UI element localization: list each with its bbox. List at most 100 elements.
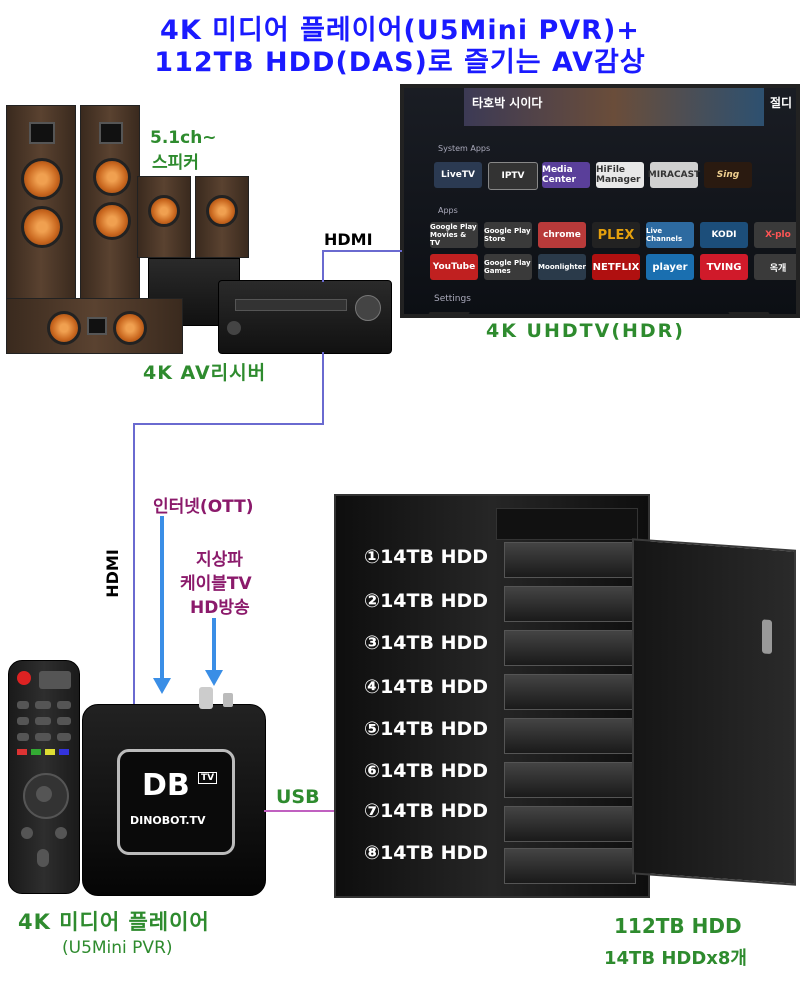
remote-control — [8, 660, 80, 894]
drive-tray — [504, 674, 636, 710]
drive-tray — [504, 586, 636, 622]
brand-sup: TV — [198, 772, 218, 784]
arrow-down-icon — [205, 670, 223, 686]
brand-logo: DB — [142, 768, 190, 803]
av-receiver — [218, 280, 392, 354]
broadcast-arrow — [212, 618, 216, 672]
tile-app: YouTube — [430, 254, 478, 280]
tile-app: NETFLIX — [592, 254, 640, 280]
tile-app: Live Channels — [646, 222, 694, 248]
woofer — [21, 206, 63, 248]
hdmi-cable — [322, 250, 402, 252]
tower-speaker-left — [6, 105, 76, 307]
drive-tray — [504, 848, 636, 884]
woofer — [93, 202, 131, 240]
tv-section-system: System Apps — [438, 144, 491, 153]
antenna-port-icon — [199, 687, 213, 709]
drive-tray — [504, 630, 636, 666]
drive-tray — [504, 762, 636, 798]
tv-top-text: 타호박 시이다 — [472, 96, 543, 110]
woofer — [148, 195, 180, 227]
woofer — [21, 158, 63, 200]
tile-miracast: MIRACAST — [648, 162, 700, 188]
power-icon — [17, 671, 31, 685]
port-icon — [223, 693, 233, 707]
tile-app: Google Play Games — [484, 254, 532, 280]
tile-app: player — [646, 254, 694, 280]
arrow-down-icon — [153, 678, 171, 694]
woofer — [93, 158, 131, 196]
tv-screen: 타호박 시이다 절디 System Apps LiveTV IPTV Media… — [404, 88, 796, 314]
remote-button — [57, 733, 71, 741]
tower-speaker-right — [80, 105, 140, 307]
tile-app: PLEX — [592, 222, 640, 248]
remote-button — [21, 827, 33, 839]
tv-label: 4K UHDTV(HDR) — [486, 320, 685, 342]
door-latch-icon — [762, 619, 772, 655]
yellow-key-icon — [45, 749, 55, 755]
tile-app: KODI — [700, 222, 748, 248]
tv-corner-text: 절디 — [770, 96, 793, 110]
drive-label: ②14TB HDD — [364, 590, 489, 612]
usb-cable — [264, 810, 336, 812]
remote-button — [17, 717, 29, 725]
hdmi-cable — [322, 250, 324, 282]
player-logo-plate: DB TV DINOBOT.TV — [117, 749, 235, 855]
remote-button — [35, 717, 51, 725]
tile-sing: Sing — [704, 162, 752, 188]
receiver-label: 4K AV리시버 — [143, 362, 267, 384]
usb-label: USB — [276, 786, 320, 808]
tile-livetv: LiveTV — [434, 162, 482, 188]
receiver-display — [235, 299, 347, 311]
tweeter — [29, 122, 55, 144]
remote-button — [35, 701, 51, 709]
uhd-tv: 타호박 시이다 절디 System Apps LiveTV IPTV Media… — [400, 84, 800, 318]
remote-button — [17, 733, 29, 741]
drive-tray — [504, 806, 636, 842]
tweeter — [99, 122, 123, 144]
title-line-1: 4K 미디어 플레이어(U5Mini PVR)+ — [160, 15, 640, 46]
broadcast-label-line-3: HD방송 — [190, 598, 250, 618]
player-label-line-2: (U5Mini PVR) — [62, 938, 173, 958]
storage-panel — [496, 508, 638, 540]
drive-label: ⑥14TB HDD — [364, 760, 489, 782]
drive-label: ⑦14TB HDD — [364, 800, 489, 822]
remote-pad — [39, 671, 71, 689]
media-player-box: DB TV DINOBOT.TV — [82, 687, 266, 896]
hdmi-logo: HDMI — [324, 230, 373, 249]
hdmi-cable — [133, 423, 135, 713]
remote-button — [55, 827, 67, 839]
hdmi-cable — [133, 423, 324, 425]
drive-label: ⑤14TB HDD — [364, 718, 489, 740]
ok-button-icon — [36, 786, 52, 802]
speaker-label-line-2: 스피커 — [152, 153, 199, 173]
storage-label-line-1: 112TB HDD — [614, 914, 742, 938]
tile-app: 옥개 — [754, 254, 796, 280]
broadcast-label-line-2: 케이블TV — [180, 574, 252, 594]
blue-key-icon — [59, 749, 69, 755]
remote-button — [17, 701, 29, 709]
drive-label: ⑧14TB HDD — [364, 842, 489, 864]
knob-icon — [227, 321, 241, 335]
drive-tray — [504, 542, 636, 578]
surround-speaker-left — [137, 176, 191, 258]
internet-label: 인터넷(OTT) — [153, 497, 254, 517]
woofer — [113, 311, 147, 345]
hdmi-cable — [322, 352, 324, 424]
broadcast-label-line-1: 지상파 — [196, 550, 243, 570]
drive-label: ①14TB HDD — [364, 546, 489, 568]
tile-app: Moonlighter — [538, 254, 586, 280]
tile-app: chrome — [538, 222, 586, 248]
tile-media-center: Media Center — [542, 162, 590, 188]
tile-hifile: HiFile Manager — [596, 162, 644, 188]
tile-iptv: IPTV — [488, 162, 538, 190]
woofer — [47, 311, 81, 345]
tile-app: Google Play Movies & TV — [430, 222, 478, 248]
title-line-2: 112TB HDD(DAS)로 즐기는 AV감상 — [154, 47, 646, 78]
remote-button — [57, 701, 71, 709]
brand-model: DINOBOT.TV — [130, 814, 206, 827]
mic-icon — [37, 849, 49, 867]
tv-section-apps: Apps — [438, 206, 458, 215]
remote-button — [35, 733, 51, 741]
woofer — [206, 195, 238, 227]
